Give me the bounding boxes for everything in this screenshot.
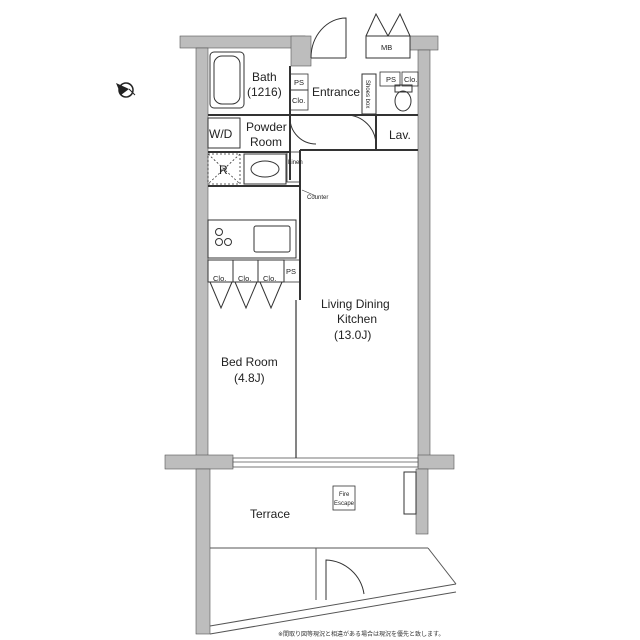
terrace-gate <box>325 559 365 600</box>
ldk-label-1: Living Dining <box>321 297 390 311</box>
mb-label: MB <box>381 43 392 52</box>
entrance-door <box>310 17 347 59</box>
bath-label: Bath <box>252 70 277 84</box>
bedroom-size-label: (4.8J) <box>234 371 265 385</box>
powder-room-label-2: Room <box>250 135 282 149</box>
bedroom-closets <box>207 259 285 310</box>
mb-doors <box>365 12 411 59</box>
compass-icon <box>116 82 136 98</box>
ldk-label-2: Kitchen <box>337 312 377 326</box>
refrigerator <box>207 153 241 185</box>
lav-ps-label: PS <box>386 75 396 84</box>
fire-escape-hatch <box>332 485 356 511</box>
lav-ps <box>379 71 401 87</box>
bathtub <box>209 51 245 109</box>
kitchen-ps <box>283 259 301 283</box>
window-strip <box>232 457 419 468</box>
fire-escape-label-1: Fire <box>339 492 350 498</box>
kitchen-ps-label: PS <box>286 267 296 276</box>
powder-room-label-1: Powder <box>246 120 287 134</box>
ldk-size-label: (13.0J) <box>334 328 371 342</box>
lav-clo-label: Clo. <box>404 75 417 84</box>
lav-door <box>345 114 377 146</box>
counter-leader <box>301 189 317 197</box>
bedroom-label: Bed Room <box>221 355 278 369</box>
bath-size-label: (1216) <box>247 85 282 99</box>
footnote: ※間取り図等現況と相違がある場合は現況を優先と致します。 <box>278 631 445 638</box>
toilet <box>394 84 413 112</box>
linen-cabinet <box>286 151 301 183</box>
washer-dryer <box>207 117 241 149</box>
washbasin <box>243 153 287 185</box>
outdoor-unit <box>403 471 417 515</box>
fire-escape-label-2: Escape <box>334 501 355 507</box>
terrace-label: Terrace <box>250 507 290 521</box>
terrace-outline <box>209 547 457 635</box>
wd-label: W/D <box>209 127 233 141</box>
kitchen-counter <box>207 219 297 259</box>
counter-label: Counter <box>307 195 328 201</box>
closet-label-3: Clo. <box>263 274 276 283</box>
entrance-label: Entrance <box>312 85 360 99</box>
bath-clo-label: Clo. <box>292 96 305 105</box>
shoes-box <box>361 73 377 115</box>
closet-label-2: Clo. <box>238 274 251 283</box>
lav-label: Lav. <box>389 128 411 142</box>
refrigerator-label: R <box>219 163 228 177</box>
linen-label: Linen <box>288 160 303 166</box>
lav-clo <box>401 71 419 87</box>
closet-label-1: Clo. <box>213 274 226 283</box>
bath-clo <box>289 89 309 111</box>
shoes-box-label: Shoes box <box>364 80 370 108</box>
powder-door <box>289 117 317 145</box>
bath-ps-label: PS <box>294 78 304 87</box>
